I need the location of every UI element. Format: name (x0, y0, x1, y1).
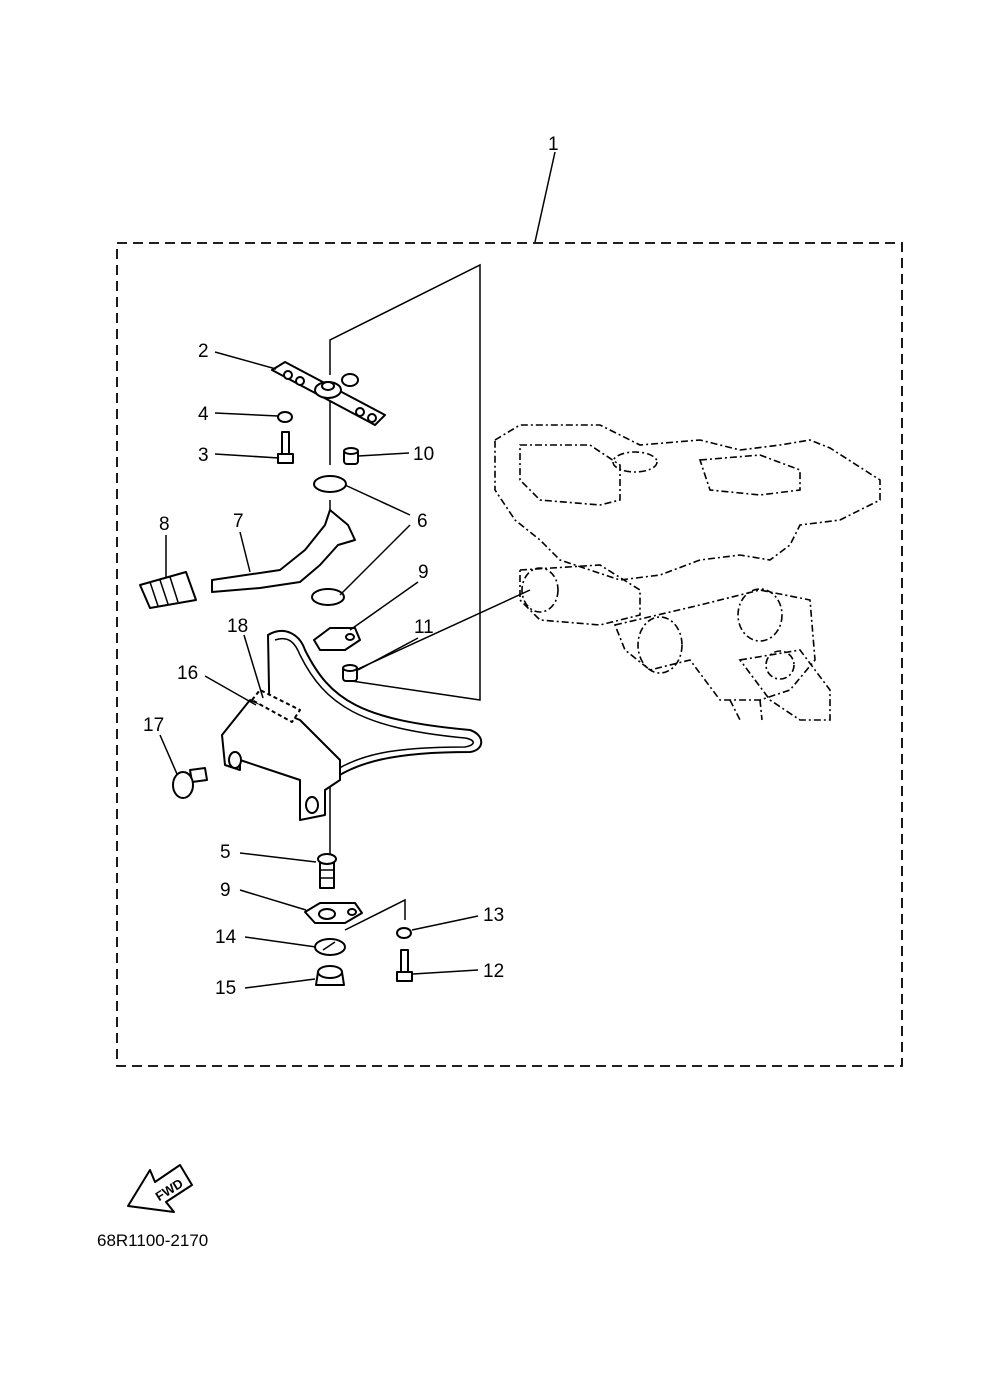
part-15-nut (315, 965, 345, 986)
part-4-washer (277, 411, 293, 423)
leader-lines (159, 151, 556, 989)
fwd-arrow-icon: FWD (127, 1164, 193, 1213)
part-7-lever (211, 509, 356, 593)
callout-3: 3 (198, 445, 209, 466)
callout-18: 18 (227, 616, 248, 637)
callout-11: 11 (414, 617, 434, 638)
guide-lines (329, 263, 531, 931)
part-18-pad (251, 689, 301, 723)
callout-4: 4 (198, 404, 209, 425)
part-16-bracket (221, 630, 483, 821)
callout-8: 8 (159, 514, 170, 535)
part-10-collar (343, 447, 359, 465)
callout-5: 5 (220, 842, 231, 863)
callout-17: 17 (143, 715, 164, 736)
part-11-collar (342, 664, 358, 682)
part-9-washer-upper (313, 627, 361, 651)
callout-2: 2 (198, 341, 209, 362)
part-12-bolt (396, 949, 413, 982)
part-3-bolt (277, 431, 294, 464)
callout-1: 1 (548, 134, 559, 155)
callout-14: 14 (215, 927, 237, 948)
callout-15: 15 (215, 978, 236, 999)
callout-labels: 1 2 4 3 10 6 8 7 9 11 18 16 17 5 9 13 14… (143, 134, 559, 999)
part-14-washer (314, 938, 346, 956)
callout-7: 7 (233, 511, 244, 532)
callout-16: 16 (177, 663, 198, 684)
part-6-washer-upper (313, 475, 347, 493)
callout-13: 13 (483, 905, 504, 926)
part-17-pin (172, 767, 208, 799)
callout-6: 6 (417, 511, 428, 532)
part-8-grip (139, 571, 197, 609)
callout-9-upper: 9 (418, 562, 429, 583)
part-13-washer (396, 927, 412, 939)
engine-bracket-ghost (494, 424, 881, 721)
part-2-plate (271, 361, 386, 426)
part-5-screw (317, 853, 337, 889)
assembly-frame (116, 242, 903, 1067)
callout-9-lower: 9 (220, 880, 231, 901)
callout-10: 10 (413, 444, 434, 465)
callout-12: 12 (483, 961, 504, 982)
part-6-washer-lower (311, 588, 345, 606)
part-code: 68R1100-2170 (97, 1231, 208, 1250)
part-9-washer-lower (304, 902, 363, 924)
